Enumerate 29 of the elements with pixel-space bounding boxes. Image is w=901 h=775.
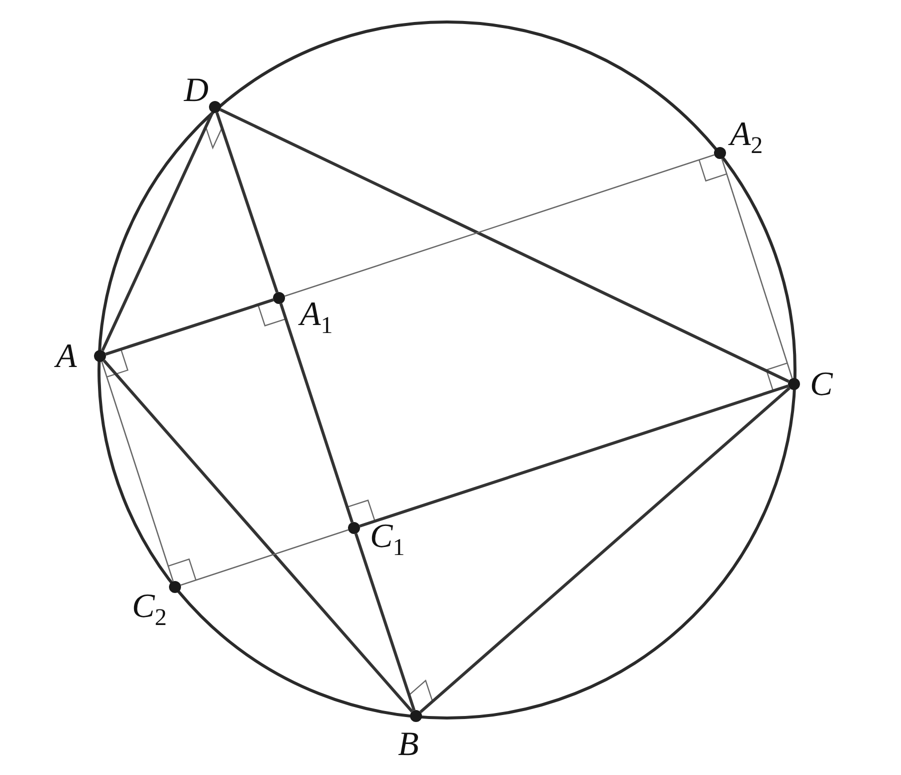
line-segment bbox=[359, 384, 789, 528]
point-dot bbox=[209, 101, 221, 113]
point-dot bbox=[273, 292, 285, 304]
point-dot bbox=[410, 710, 422, 722]
point-label: A$_{1}$ bbox=[300, 298, 333, 338]
point-dot bbox=[348, 522, 360, 534]
line-segment bbox=[180, 529, 348, 586]
line-segment bbox=[105, 298, 274, 356]
point-label: C$_{2}$ bbox=[132, 590, 167, 630]
line-segment bbox=[102, 360, 414, 712]
point-label: C$_{1}$ bbox=[370, 520, 405, 560]
point-label: D bbox=[184, 74, 209, 108]
point-dot bbox=[714, 147, 726, 159]
line-segment bbox=[279, 303, 354, 523]
point-label: A bbox=[56, 340, 77, 374]
line-segment bbox=[101, 362, 174, 582]
line-segment bbox=[721, 158, 793, 378]
point-label: C bbox=[810, 368, 833, 402]
point-dot bbox=[788, 378, 800, 390]
line-segment bbox=[101, 112, 214, 352]
line-segment bbox=[354, 533, 416, 711]
point-label: B bbox=[398, 728, 419, 762]
line-segment bbox=[220, 108, 790, 383]
point-dot bbox=[94, 350, 106, 362]
line-segment bbox=[420, 386, 790, 714]
line-segment bbox=[284, 154, 714, 297]
point-label: A$_{2}$ bbox=[730, 118, 763, 158]
point-dot bbox=[169, 581, 181, 593]
line-segment bbox=[215, 112, 279, 293]
